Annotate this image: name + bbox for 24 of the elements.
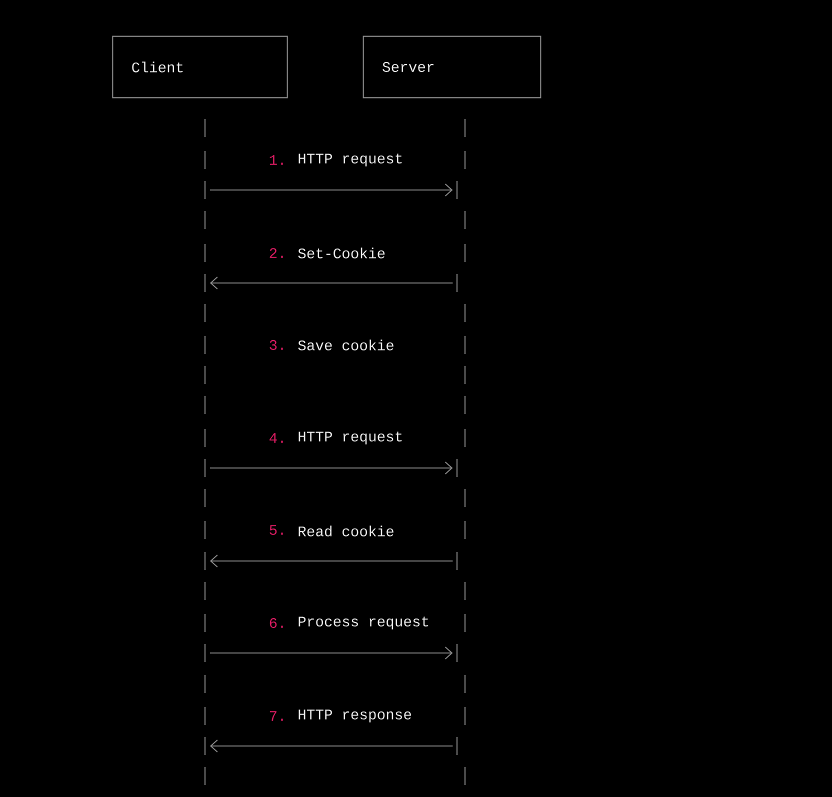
message-arrow [210, 184, 453, 196]
message-label: Set-Cookie [298, 248, 385, 258]
step-number: 7. [270, 711, 283, 721]
step-number: 1. [270, 155, 283, 165]
message-label: Read cookie [298, 526, 394, 536]
step-number: 5. [270, 525, 283, 535]
step-number: 3. [270, 340, 283, 350]
participant-box: Client [112, 36, 288, 98]
step-number: 4. [270, 433, 283, 443]
message-arrow [210, 646, 453, 660]
participant-box: Server [362, 36, 542, 98]
lifeline [456, 118, 466, 786]
message-label: HTTP request [298, 154, 402, 166]
message-arrow [210, 740, 453, 752]
step-label: Save cookie [298, 340, 394, 350]
message-label: HTTP response [298, 710, 412, 722]
message-label: HTTP request [298, 432, 402, 444]
step-number: 6. [270, 618, 283, 628]
lifeline [204, 118, 206, 786]
message-arrow [210, 462, 453, 474]
message-label: Process request [298, 616, 428, 630]
message-arrow [210, 276, 453, 290]
step-number: 2. [270, 248, 283, 258]
message-arrow [210, 554, 453, 568]
